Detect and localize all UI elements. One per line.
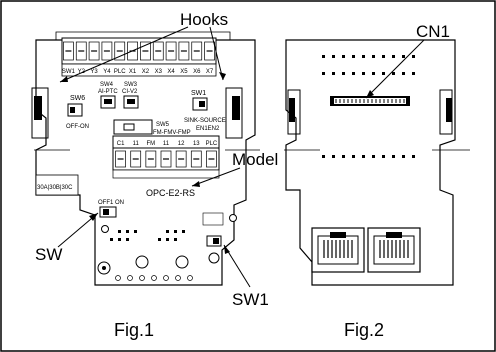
terminal-screws-mid bbox=[115, 150, 217, 168]
sw-small-label: OFF1 ON bbox=[98, 200, 124, 206]
callout-cn1: CN1 bbox=[416, 22, 450, 41]
terminal-label-mid: C1 bbox=[117, 141, 125, 147]
sw3-sub-label: CI-V2 bbox=[122, 89, 138, 95]
sw4-label: SW4 bbox=[100, 82, 114, 88]
callout-sw: SW bbox=[35, 245, 62, 264]
terminal-label-top: Y3 bbox=[90, 69, 98, 75]
terminal-label-mid: 11 bbox=[163, 141, 170, 147]
model-leader bbox=[191, 167, 241, 187]
terminal-label-mid: FM bbox=[147, 141, 156, 147]
rj45-pins bbox=[323, 240, 409, 258]
terminal-label-mid: 11 bbox=[133, 141, 140, 147]
terminal-label-top: X5 bbox=[180, 69, 188, 75]
terminal-label-top: X2 bbox=[142, 69, 150, 75]
sw4-sub-label: AI-PTC bbox=[98, 89, 118, 95]
terminal-label-top: SW1 bbox=[62, 69, 76, 75]
fig2-board bbox=[284, 39, 470, 286]
sw6-sub-label: OFF-ON bbox=[66, 124, 89, 130]
model-text: OPC-E2-RS bbox=[146, 188, 195, 198]
callout-hooks: Hooks bbox=[180, 10, 228, 29]
terminal-label-top: X3 bbox=[155, 69, 163, 75]
sw5-label: SW5 bbox=[156, 122, 170, 128]
terminal-label-top: PLC bbox=[114, 69, 126, 75]
left-hook-bracket bbox=[31, 87, 49, 139]
terminal-label-top: X4 bbox=[167, 69, 175, 75]
terminal-label-mid: PLC bbox=[206, 141, 218, 147]
cn1-leader bbox=[365, 39, 425, 99]
board-components bbox=[110, 230, 193, 281]
terminal-label-top: Y2 bbox=[78, 69, 86, 75]
hooks-leader-right bbox=[209, 26, 224, 81]
fig2-components bbox=[322, 55, 415, 158]
terminal-label-mid: 13 bbox=[193, 141, 200, 147]
sw1-board-label: SW1 bbox=[191, 90, 206, 97]
terminal-label-mid: 12 bbox=[178, 141, 185, 147]
sw1-sub-label: SINK-SOURCE bbox=[184, 118, 226, 124]
callout-sw1: SW1 bbox=[232, 290, 269, 309]
caption-fig2: Fig.2 bbox=[344, 320, 384, 340]
terminal-label-top: X1 bbox=[129, 69, 137, 75]
terminal-label-top: Y4 bbox=[103, 69, 111, 75]
terminal-label-top: X7 bbox=[206, 69, 214, 75]
terminal-labels-mid: C1 11 FM 11 12 13 PLC bbox=[117, 141, 218, 147]
caption-fig1: Fig.1 bbox=[114, 320, 154, 340]
relay-label: 30A|30B|30C bbox=[37, 185, 73, 191]
right-hook-bracket bbox=[225, 87, 243, 139]
callout-model: Model bbox=[232, 150, 278, 169]
sw6-label: SW6 bbox=[70, 95, 85, 102]
hooks-leader-left bbox=[59, 26, 189, 83]
sw5-sub-label: FM-FMV-FMP bbox=[153, 130, 191, 136]
sw3-label: SW3 bbox=[124, 82, 138, 88]
terminal-label-top: X6 bbox=[193, 69, 201, 75]
en-label: EN1EN2 bbox=[196, 126, 220, 132]
cn1-pins bbox=[335, 99, 405, 103]
